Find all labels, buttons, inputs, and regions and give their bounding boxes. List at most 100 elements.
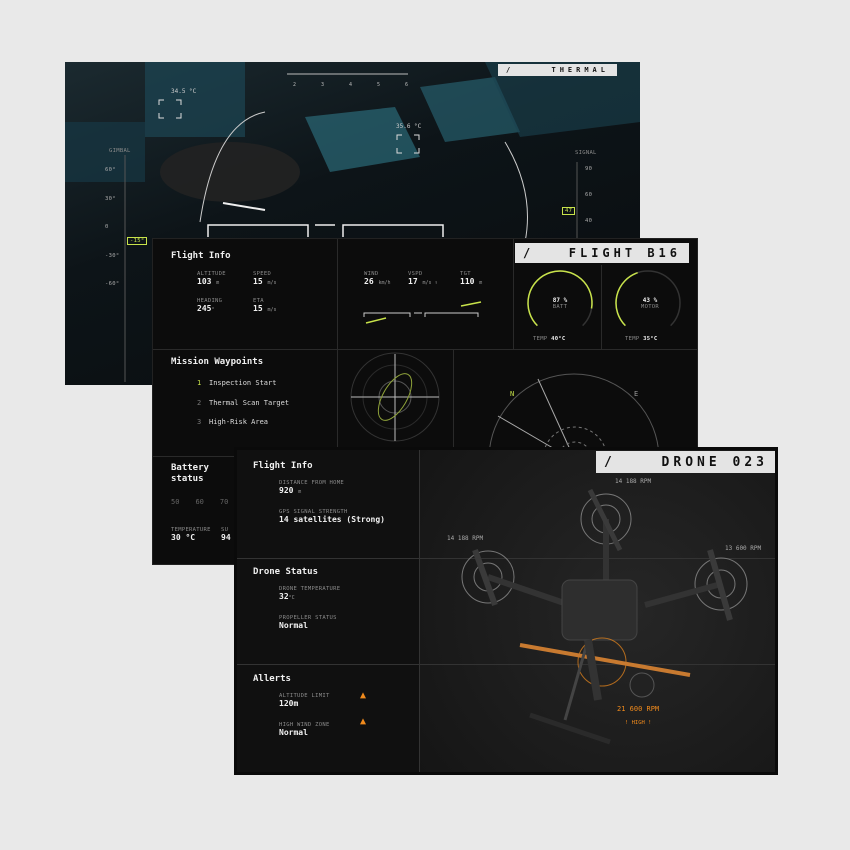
gimbal-scale: 60° 30° 0 -30° -60°	[105, 167, 119, 287]
flight-tag: / FLIGHT B16	[515, 243, 689, 263]
metric-label: VSPD	[408, 271, 423, 277]
metric-value: Normal	[279, 621, 308, 630]
drone-image	[461, 488, 748, 745]
waypoint-number: 3	[197, 418, 202, 426]
scale-tick: 3	[320, 82, 324, 88]
rpm-top: 14 188 RPM	[615, 478, 652, 485]
rpm-right: 13 600 RPM	[725, 545, 762, 552]
metric-label: TGT	[460, 271, 471, 277]
metric-unit: m	[216, 280, 220, 286]
battery-tick: 60	[195, 498, 204, 506]
alert-label: HIGH WIND ZONE	[279, 722, 330, 728]
gauge-fill	[527, 270, 593, 327]
scale-tick: 5	[376, 82, 380, 88]
gimbal-tick: 60°	[105, 167, 116, 173]
metric-value: 26	[364, 277, 374, 286]
battery-title: Battery status	[171, 463, 209, 484]
gimbal-current: -15°	[127, 237, 148, 245]
temp-label: TEMP	[625, 336, 640, 342]
metric-unit: m/s ↑	[422, 280, 438, 286]
metric-unit: m/s	[267, 280, 277, 286]
gimbal-tick: -60°	[105, 281, 120, 287]
metric-label: SU	[221, 527, 229, 533]
drone-tag: / DRONE 023	[596, 451, 775, 473]
waypoint-name: Inspection Start	[209, 379, 277, 387]
batt-gauge-text: 87 % BATT	[535, 297, 585, 310]
metric-unit: °C	[288, 595, 295, 601]
attitude-indicator	[363, 301, 482, 324]
metric-label: SPEED	[253, 271, 272, 277]
metric-value: 17	[408, 277, 418, 286]
metric-label: ALTITUDE	[197, 271, 226, 277]
tag-label: THERMAL	[551, 66, 609, 74]
waypoint-name: High-Risk Area	[209, 418, 269, 426]
gauge-label: MOTOR	[640, 304, 660, 310]
signal-label: SIGNAL	[575, 150, 597, 156]
temp-value: 40°C	[551, 336, 566, 342]
gimbal-tick: -30°	[105, 252, 120, 259]
compass	[488, 373, 660, 456]
metric-unit: m/s	[267, 307, 277, 313]
temp-value: 35°C	[643, 336, 658, 342]
metric-label: HEADING	[197, 298, 223, 304]
scale-tick: 6	[404, 82, 408, 88]
waypoint-number: 1	[197, 379, 202, 387]
scale-tick: 4	[348, 82, 352, 88]
metric-value: 110	[460, 277, 475, 286]
waypoint-item[interactable]: 1 Inspection Start	[197, 374, 289, 394]
waypoint-number: 2	[197, 398, 202, 407]
rpm-front: 21 600 RPM	[617, 705, 660, 713]
compass-east: E	[634, 390, 639, 398]
metric-unit: km/h	[378, 280, 391, 286]
signal-scale: 90 60 40	[585, 166, 592, 224]
drone-status-title: Drone Status	[253, 567, 319, 577]
warning-triangle-icon: ▲	[360, 716, 367, 727]
signal-tick: 60	[585, 192, 593, 198]
metric-label: GPS SIGNAL STRENGTH	[279, 509, 348, 515]
metric-value: 32	[279, 592, 289, 601]
flight-info-title: Flight Info	[171, 251, 231, 261]
tag-slash: /	[604, 454, 616, 470]
alert-value: Normal	[279, 728, 308, 737]
gimbal-tick: 30°	[105, 195, 116, 202]
tag-label: DRONE 023	[661, 454, 768, 470]
metric-value: 103	[197, 277, 212, 286]
gauge-value: 43 %	[642, 297, 658, 304]
warning-triangle-icon: ▲	[360, 690, 367, 701]
metric-label: DISTANCE FROM HOME	[279, 480, 345, 486]
gauge-value: 87 %	[552, 297, 568, 304]
drone-info-title: Flight Info	[253, 461, 313, 471]
thermal-scene	[65, 62, 640, 382]
metric-unit: m	[479, 280, 483, 286]
rpm-left: 14 188 RPM	[447, 535, 484, 542]
compass-north: N	[510, 390, 515, 398]
battery-tick: 70	[219, 498, 229, 506]
metric-label: DRONE TEMPERATURE	[279, 586, 341, 592]
signal-tick: 90	[585, 166, 593, 172]
metric-unit: °	[211, 307, 215, 313]
signal-current: 47	[562, 207, 576, 215]
waypoint-item[interactable]: 3 High-Risk Area	[197, 413, 289, 433]
metric-label: ETA	[253, 298, 264, 304]
waypoints-title: Mission Waypoints	[171, 357, 264, 367]
orbit-plot	[350, 352, 440, 442]
gauge-label: BATT	[552, 304, 568, 310]
temp-label: TEMP	[533, 336, 548, 342]
temp-reading: 35.6 °C	[396, 123, 422, 130]
tag-slash: /	[506, 66, 515, 74]
motor-temp: TEMP 35°C	[625, 336, 658, 342]
